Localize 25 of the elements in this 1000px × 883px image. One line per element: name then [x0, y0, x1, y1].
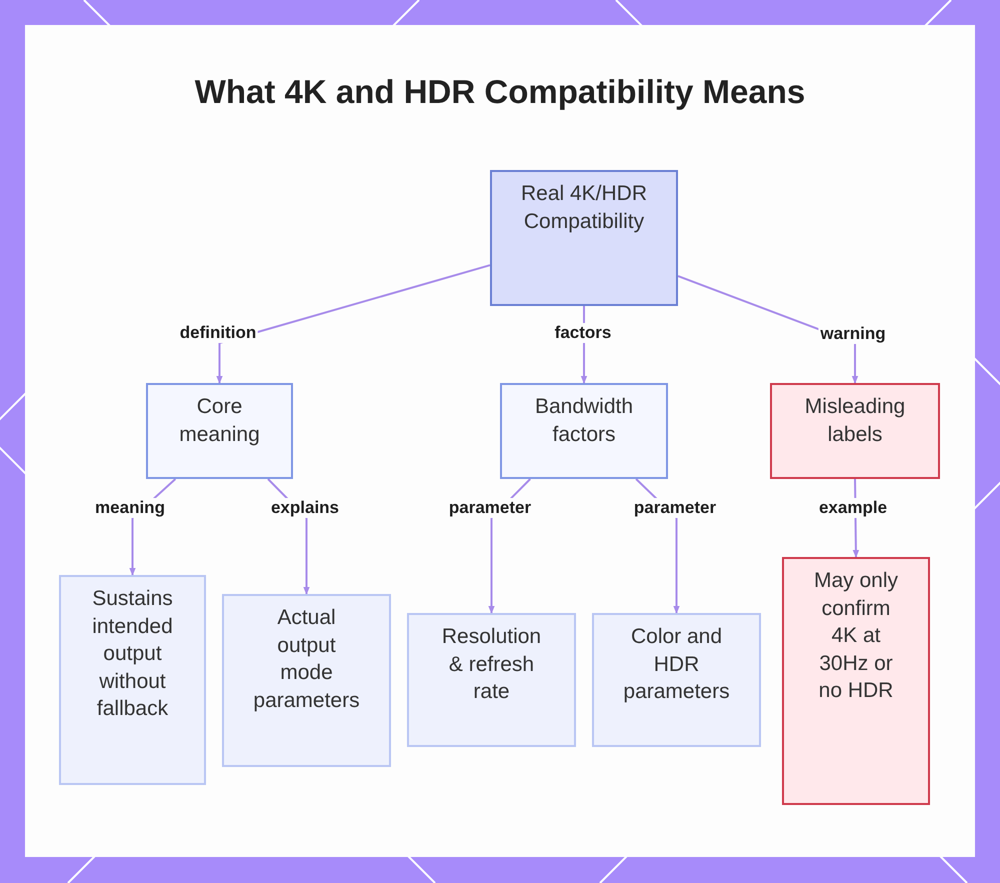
- connector-arrow: [216, 264, 490, 384]
- warning-box: [770, 383, 940, 479]
- node-text: Resolution & refresh rate: [440, 624, 542, 706]
- detail-box: [407, 613, 576, 747]
- detail-box: [222, 594, 391, 767]
- edge-label: definition: [178, 323, 258, 343]
- edge-label: explains: [268, 498, 342, 518]
- root-concept-box: [490, 170, 678, 306]
- warning-box: [782, 557, 930, 805]
- category-box: [500, 383, 668, 479]
- detail-box: [592, 613, 761, 747]
- node-text: Bandwidth factors: [534, 394, 634, 448]
- node-text: Sustains intended output without fallback: [91, 586, 174, 722]
- node-text: Actual output mode parameters: [252, 605, 361, 714]
- edge-label: example: [816, 498, 890, 518]
- node-text: Misleading labels: [804, 394, 906, 448]
- node-text: Color and HDR parameters: [622, 624, 731, 706]
- detail-box: [59, 575, 206, 785]
- node-text: May only confirm 4K at 30Hz or no HDR: [812, 568, 900, 704]
- edge-label: factors: [552, 323, 614, 343]
- diagram-title: What 4K and HDR Compatibility Means: [194, 72, 806, 112]
- category-box: [146, 383, 293, 479]
- edge-label: meaning: [93, 498, 167, 518]
- node-text: Core meaning: [178, 394, 261, 448]
- node-text: Real 4K/HDR Compatibility: [520, 181, 648, 235]
